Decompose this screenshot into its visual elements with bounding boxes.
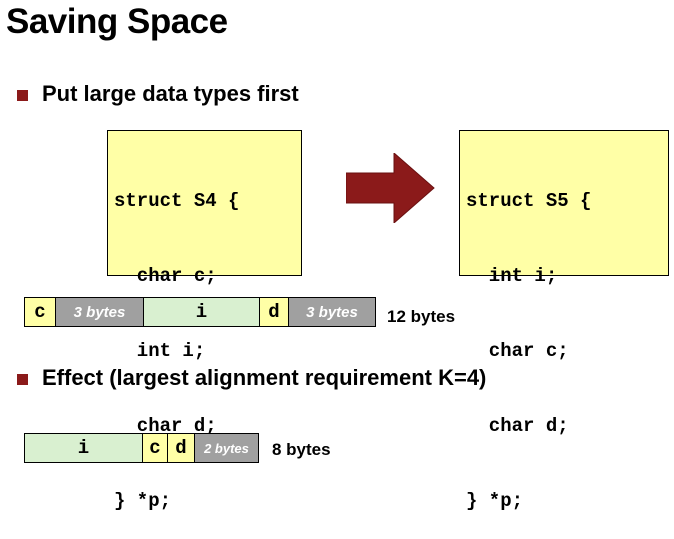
layout-cell-padding: 3 bytes: [56, 298, 144, 326]
memory-layout-s5: i c d 2 bytes: [24, 433, 259, 463]
bullet-marker: [17, 90, 28, 101]
code-box-s4: struct S4 { char c; int i; char d; } *p;: [107, 130, 302, 512]
code-line: char c;: [114, 265, 217, 287]
code-line: int i;: [466, 265, 558, 287]
bullet-put-large-first: Put large data types first: [42, 81, 299, 106]
layout-cell-d: d: [260, 298, 289, 326]
page-title: Saving Space: [6, 2, 228, 41]
layout-cell-c: c: [25, 298, 56, 326]
code-line: char c;: [466, 340, 569, 362]
code-line: int i;: [114, 340, 206, 362]
layout-cell-c: c: [143, 434, 168, 462]
memory-layout-s4: c 3 bytes i d 3 bytes: [24, 297, 376, 327]
layout-cell-i: i: [25, 434, 143, 462]
code-line: struct S4 {: [114, 190, 240, 212]
right-arrow-icon: [346, 153, 435, 223]
layout-cell-i: i: [144, 298, 260, 326]
code-line: char d;: [114, 415, 217, 437]
size-label-s4: 12 bytes: [387, 307, 456, 326]
code-line: } *p;: [466, 490, 524, 512]
size-label-s5: 8 bytes: [272, 440, 331, 459]
bullet-effect: Effect (largest alignment requirement K=…: [42, 365, 487, 390]
bullet-marker: [17, 374, 28, 385]
layout-cell-padding: 2 bytes: [195, 434, 258, 462]
layout-cell-padding: 3 bytes: [289, 298, 375, 326]
code-box-s5: struct S5 { int i; char c; char d; } *p;: [459, 130, 669, 512]
code-line: struct S5 {: [466, 190, 592, 212]
code-line: } *p;: [114, 490, 172, 512]
layout-cell-d: d: [168, 434, 195, 462]
code-line: char d;: [466, 415, 569, 437]
